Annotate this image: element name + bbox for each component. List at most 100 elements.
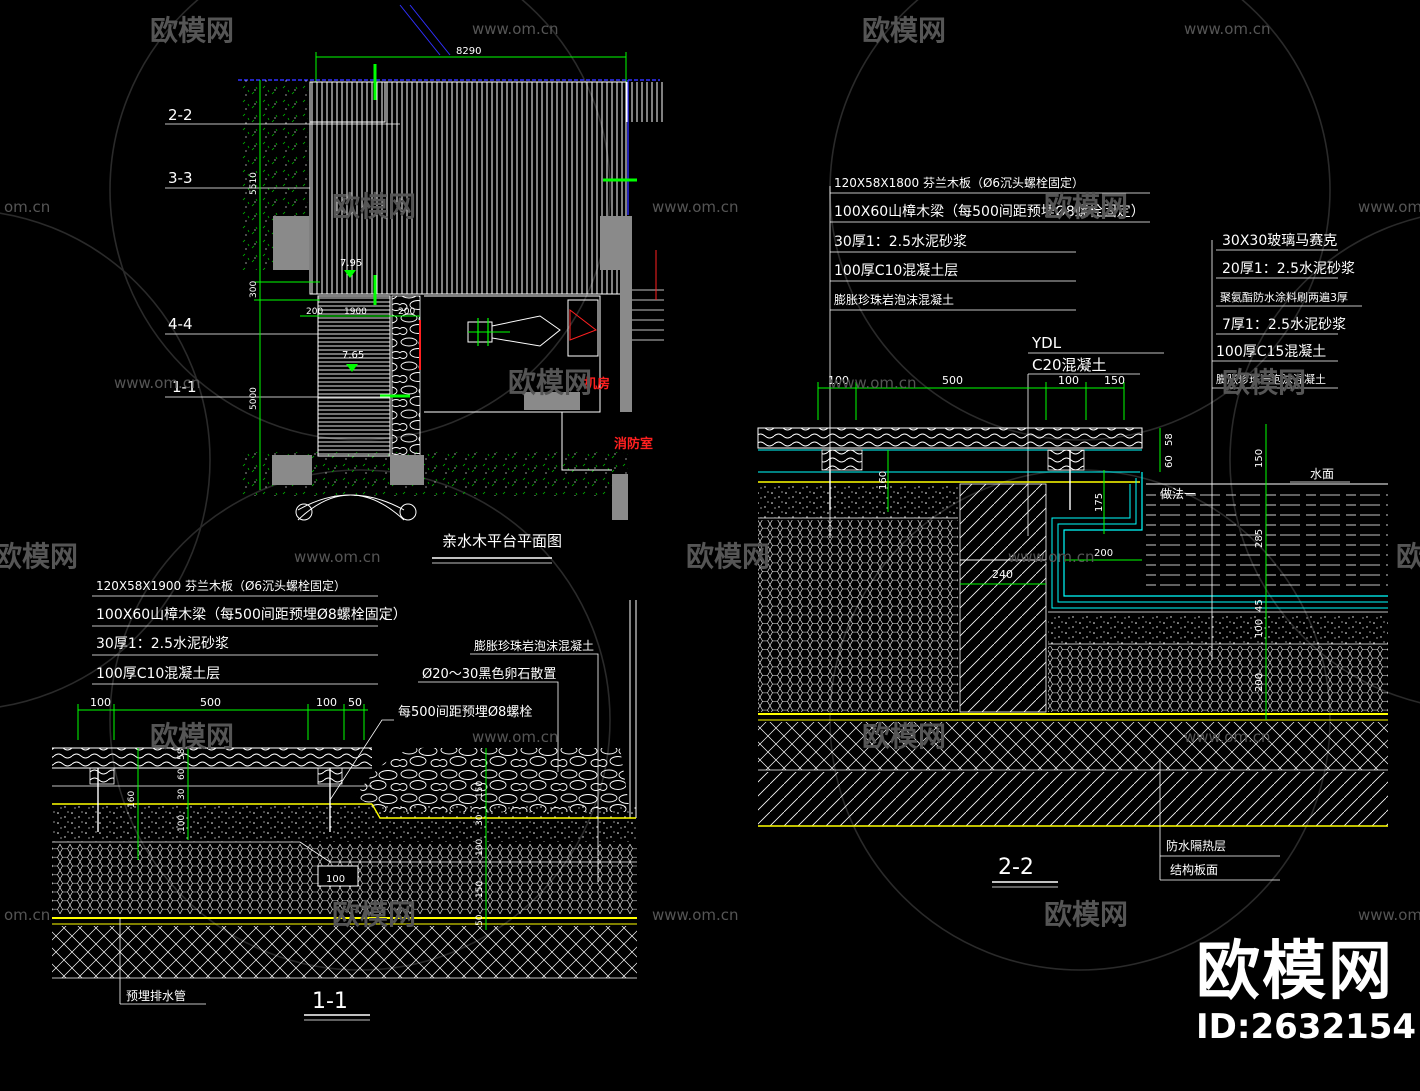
sec22-dim-right-4: 45	[1254, 599, 1265, 612]
sec22-dim-top-4: 150	[1104, 374, 1125, 387]
plan-dim-v-2: 300	[249, 281, 259, 298]
sec11-dim-mid-2: 30	[475, 814, 485, 826]
sec22-right-label-6: 膨胀珍珠岩泡沫混凝土	[1216, 372, 1326, 386]
sec22-ydl: YDL	[1031, 334, 1062, 352]
plan-width-dim: 8290	[456, 46, 481, 57]
sec11-bottom-label: 预埋排水管	[126, 988, 186, 1003]
sec11-dim-mid-5: 50	[475, 914, 485, 926]
wm-brand-7: 欧模网	[0, 540, 78, 573]
sec22-dim-right-5: 200	[1254, 673, 1265, 692]
wm-brand-1: 欧模网	[150, 14, 234, 47]
sec22-right-label-3: 聚氨酯防水涂料刷两遍3厚	[1220, 290, 1348, 304]
wm-site-11: www.om.cn	[1184, 728, 1271, 746]
sec11-label-3: 30厚1：2.5水泥砂浆	[96, 636, 229, 652]
section-1-1: 120X58X1900 芬兰木板（Ø6沉头螺栓固定） 100X60山樟木梁（每5…	[52, 578, 637, 1021]
sec11-label-2: 100X60山樟木梁（每500间距预埋Ø8螺栓固定）	[96, 606, 407, 623]
sec22-bottom-label-2: 结构板面	[1170, 862, 1218, 877]
sec11-label-4: 100厚C10混凝土层	[96, 666, 220, 682]
wm-brand-4: 欧模网	[1044, 190, 1128, 223]
sec11-callout-perlite: 膨胀珍珠岩泡沫混凝土	[474, 638, 594, 653]
sec22-dim-160: 160	[878, 471, 889, 490]
sec22-dim-side-60: 60	[1164, 455, 1175, 468]
plan-title: 亲水木平台平面图	[442, 532, 562, 550]
watermark-text: 欧模网 www.om.cn 欧模网 www.om.cn om.cn 欧模网 ww…	[0, 14, 1420, 931]
sec11-dim-top-3: 100	[316, 696, 337, 709]
sec11-dim-top-1: 100	[90, 696, 111, 709]
wm-brand-5: 欧模网	[508, 366, 592, 399]
wm-site-12: om.cn	[4, 906, 50, 924]
sec11-dim-mid-4: 150	[475, 881, 485, 898]
wm-site-2: www.om.cn	[1184, 20, 1271, 38]
wm-brand-6: 欧模网	[1222, 366, 1306, 399]
sec22-right-label-4: 7厚1：2.5水泥砂浆	[1222, 317, 1346, 333]
sec11-dim-mid-1: 150	[475, 781, 485, 798]
wm-brand-10: 欧模网	[150, 720, 234, 753]
wm-brand-12: 欧模网	[332, 898, 416, 931]
wm-brand-9: 欧模网	[1396, 540, 1420, 573]
section-mark-1-1: 1-1	[172, 378, 197, 396]
sec22-dim-right-1: 150	[1254, 449, 1265, 468]
sec11-dim-top-4: 50	[348, 696, 362, 709]
sec22-dim-200: 200	[1094, 548, 1113, 559]
section-mark-2-2: 2-2	[168, 106, 193, 124]
plan-dim-h-1: 200	[306, 307, 323, 317]
sec22-water-label: 水面	[1310, 467, 1334, 481]
room-label-machine: 机房	[584, 376, 610, 392]
sec22-right-label-2: 20厚1：2.5水泥砂浆	[1222, 261, 1355, 277]
wm-site-14: www.om.cn	[1358, 906, 1420, 924]
wm-site-10: www.om.cn	[472, 728, 559, 746]
plan-view: 8290	[165, 4, 664, 564]
sec22-right-label-1: 30X30玻璃马赛克	[1222, 232, 1337, 249]
sec22-right-label-5: 100厚C15混凝土	[1216, 344, 1326, 360]
sec22-label-5: 膨胀珍珠岩泡沫混凝土	[834, 292, 954, 307]
sec22-label-3: 30厚1：2.5水泥砂浆	[834, 234, 967, 250]
sec22-c20: C20混凝土	[1032, 356, 1107, 374]
sec11-dim-left-160: 160	[127, 791, 137, 808]
sec22-dim-240: 240	[992, 568, 1013, 581]
plan-level-1: 7.95	[340, 258, 362, 269]
sec22-dim-top-3: 100	[1058, 374, 1079, 387]
sec22-dim-right-2: 285	[1254, 529, 1265, 548]
plan-level-2: 7.65	[342, 350, 364, 361]
sec22-title: 2-2	[998, 855, 1034, 880]
wm-site-13: www.om.cn	[652, 906, 739, 924]
sec11-label-1: 120X58X1900 芬兰木板（Ø6沉头螺栓固定）	[96, 578, 346, 593]
sec22-label-2: 100X60山樟木梁（每500间距预埋Ø8螺栓固定）	[834, 203, 1145, 220]
sec22-bottom-label-1: 防水隔热层	[1166, 838, 1226, 853]
watermark-id: ID:2632154	[1196, 1007, 1417, 1047]
room-label-fire: 消防室	[614, 436, 653, 452]
wm-site-4: www.om.cn	[652, 198, 739, 216]
sec22-dim-side-58: 58	[1164, 433, 1175, 446]
wm-site-3: om.cn	[4, 198, 50, 216]
plan-dim-h-3: 200	[398, 307, 415, 317]
wm-site-6: www.om.cn	[114, 374, 201, 392]
sec22-dim-top-1: 100	[828, 374, 849, 387]
plan-dim-v-1: 5510	[249, 172, 259, 195]
wm-site-7: www.om.cn	[830, 374, 917, 392]
wm-site-1: www.om.cn	[472, 20, 559, 38]
sec11-title: 1-1	[312, 989, 348, 1014]
wm-brand-13: 欧模网	[1044, 898, 1128, 931]
sec11-dim-mid-3: 100	[475, 839, 485, 856]
plan-dim-v-3: 5000	[249, 387, 259, 410]
sec11-callout-pebble: Ø20～30黑色卵石散置	[422, 666, 556, 682]
sec11-callout-bolt: 每500间距预埋Ø8螺栓	[398, 704, 532, 720]
wm-site-5: www.om.cn	[1358, 198, 1420, 216]
wm-brand-11: 欧模网	[862, 720, 946, 753]
sec11-dim-top-2: 500	[200, 696, 221, 709]
wm-brand-8: 欧模网	[686, 540, 770, 573]
sec22-dim-175: 175	[1094, 493, 1105, 512]
section-2-2: 120X58X1800 芬兰木板（Ø6沉头螺栓固定） 100X60山樟木梁（每5…	[757, 175, 1388, 888]
sec22-dim-right-3: 100	[1254, 619, 1265, 638]
watermark-logo-text: 欧模网	[1196, 935, 1394, 1009]
sec11-dim-left-100: 100	[177, 815, 187, 832]
wm-brand-3: 欧模网	[332, 190, 416, 223]
wm-site-9: www.om.cn	[1008, 548, 1095, 566]
sec11-dim-left-30: 30	[177, 788, 187, 800]
plan-dim-h-2: 1900	[344, 307, 367, 317]
wm-brand-2: 欧模网	[862, 14, 946, 47]
sec11-dim-pipe: 100	[326, 874, 345, 885]
sec22-dim-top-2: 500	[942, 374, 963, 387]
section-mark-4-4: 4-4	[168, 315, 193, 333]
